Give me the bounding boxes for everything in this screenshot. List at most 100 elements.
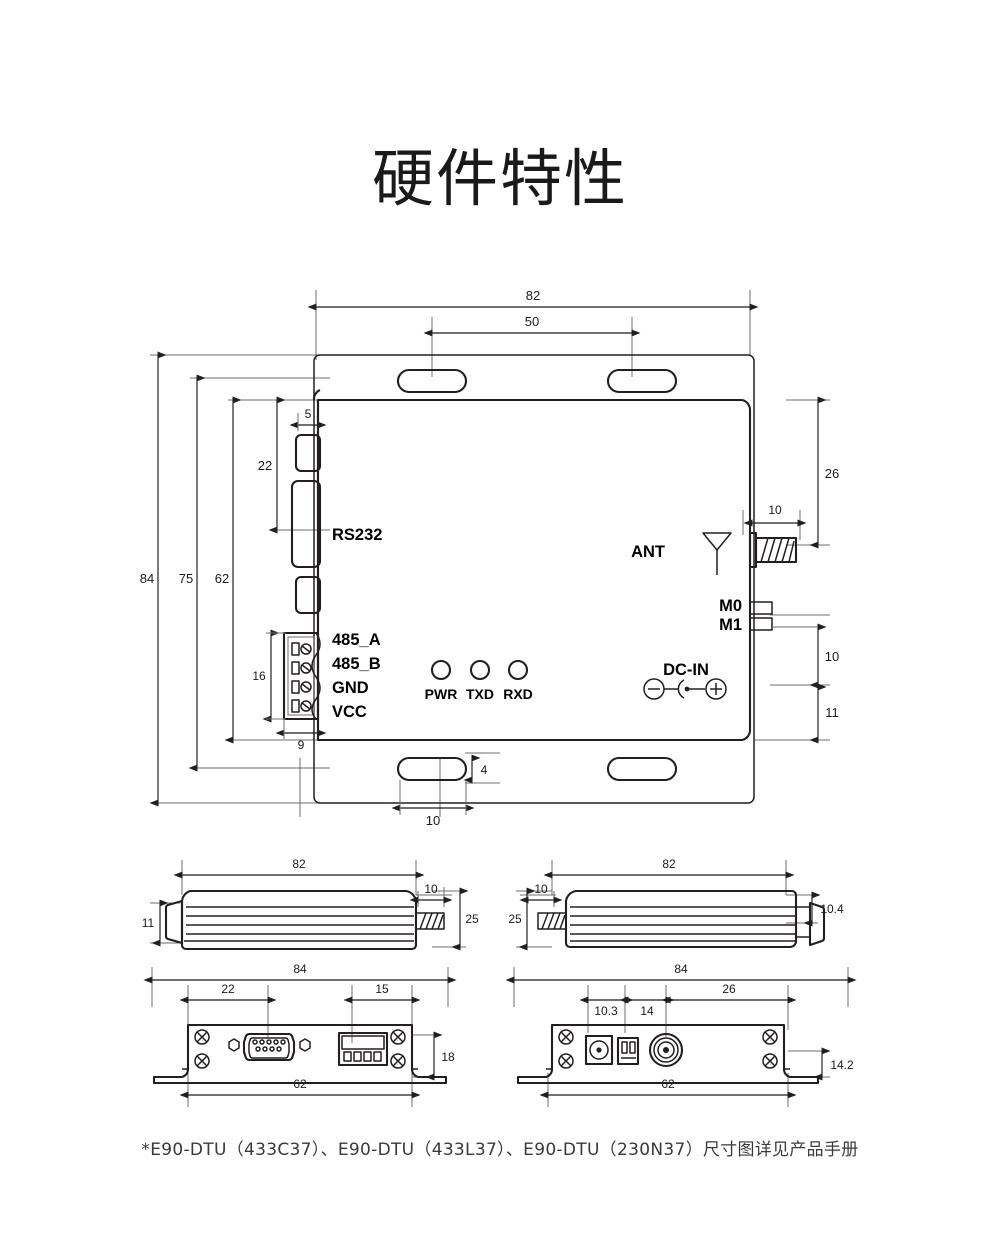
dim-10-side-right: 10 [534, 882, 548, 896]
dim-rear-overall-84: 84 [505, 962, 857, 984]
dim-11-right: 11 [825, 705, 839, 720]
dim-ant-length-10: 10 [743, 503, 807, 527]
led-indicators: PWR TXD RXD [425, 659, 533, 702]
dimension-drawing: 82 50 84 75 62 22 5 [0, 255, 1000, 1155]
dim-slot-spacing-50: 50 [423, 314, 641, 337]
mounting-slot-bottom-right [606, 756, 678, 782]
side-left-housing [180, 889, 418, 951]
dim-terminal-width-9: 9 [275, 719, 327, 752]
page-title: 硬件特性 [371, 142, 628, 215]
dim-rear-body-62: 62 [539, 1077, 797, 1099]
dc-in-label: DC-IN [663, 661, 709, 679]
dim-82-top: 82 [526, 288, 540, 303]
side-right-screw [537, 912, 567, 930]
terminal-block [282, 631, 321, 721]
db9-standoff-right [299, 1038, 311, 1052]
side-right-end-cap [795, 901, 826, 947]
dim-18: 18 [441, 1050, 455, 1064]
dim-14: 14 [640, 1004, 654, 1018]
terminal-label-gnd: GND [332, 679, 369, 697]
dim-side-right-edge-10-4: 10.4 [803, 891, 844, 927]
rs232-label: RS232 [332, 526, 382, 544]
screw-top-right [390, 1029, 406, 1045]
dc-jack-connector [584, 1034, 614, 1066]
dim-84-front: 84 [293, 962, 307, 976]
dim-4: 4 [481, 763, 488, 777]
terminal-label-485a: 485_A [332, 631, 381, 649]
dim-62: 62 [215, 571, 229, 586]
footnote-text: *E90-DTU（433C37）、E90-DTU（433L37）、E90-DTU… [141, 1140, 859, 1160]
mounting-slot-top-right [606, 368, 678, 394]
dc-in-polarity-symbol [643, 678, 727, 700]
screw-bottom-left [558, 1053, 574, 1069]
dim-50: 50 [525, 314, 539, 329]
dim-10-4: 10.4 [820, 902, 844, 916]
dim-10-slot: 10 [426, 813, 440, 828]
dim-front-db9-22: 22 [179, 982, 277, 1004]
side-left-fins [184, 906, 414, 942]
dim-front-panel-18: 18 [425, 1031, 455, 1081]
dim-rear-dc-10-3: 10.3 [579, 996, 634, 1018]
dim-84: 84 [140, 571, 154, 586]
dim-16: 16 [252, 669, 266, 683]
mounting-slot-bottom-left [396, 756, 468, 782]
dim-25-left: 25 [465, 912, 479, 926]
dim-rs232-offset-22: 22 [258, 396, 286, 534]
dim-22-front: 22 [221, 982, 235, 996]
dim-ant-to-top-26: 26 [809, 396, 839, 549]
dim-side-screw-10: 10 [409, 882, 453, 904]
dim-body-height-62: 62 [215, 396, 242, 744]
side-left-end-cap [164, 899, 184, 945]
dim-26: 26 [825, 466, 839, 481]
screw-top-left [558, 1029, 574, 1045]
rs232-tab-upper [294, 433, 322, 473]
db9-connector [242, 1032, 296, 1062]
led-label-pwr: PWR [425, 686, 458, 702]
mode-pins [749, 601, 773, 631]
dim-14-2: 14.2 [830, 1058, 854, 1072]
dim-82-side-left: 82 [292, 857, 306, 871]
mode-label-m0: M0 [719, 597, 742, 615]
dim-84-rear: 84 [674, 962, 688, 976]
led-label-txd: TXD [466, 686, 494, 702]
dim-slot-height-4: 4 [463, 754, 488, 784]
sma-connector [648, 1032, 684, 1068]
dim-side-conn-11: 11 [142, 899, 169, 947]
dim-rear-panel-14-2: 14.2 [813, 1047, 854, 1081]
dim-side-right-length-82: 82 [543, 857, 795, 879]
antenna-symbol [702, 532, 732, 575]
side-right-housing [564, 889, 798, 949]
dim-front-overall-84: 84 [143, 962, 457, 984]
side-view-right: 82 25 10 10.4 [508, 857, 844, 951]
dim-5: 5 [305, 407, 312, 421]
dim-10-side-left: 10 [424, 882, 438, 896]
terminal-label-485b: 485_B [332, 655, 381, 673]
front-view: 84 22 15 18 62 [143, 962, 457, 1107]
screw-bottom-right [390, 1053, 406, 1069]
dim-10-ant: 10 [768, 503, 782, 517]
dim-rear-dip-14: 14 [619, 996, 675, 1018]
dim-25-right: 25 [508, 912, 522, 926]
dip-switch [616, 1036, 640, 1066]
mounting-flange-outline [313, 354, 755, 804]
dim-m1-to-dc-10: 10 [809, 623, 839, 689]
dim-11-side: 11 [142, 916, 155, 930]
dim-side-height-25: 25 [451, 887, 479, 951]
top-view: 82 50 84 75 62 22 5 [140, 288, 839, 828]
dim-rear-sma-26: 26 [661, 982, 797, 1004]
side-right-fins [570, 906, 796, 942]
terminal-label-vcc: VCC [332, 703, 367, 721]
rs232-tab-lower [294, 575, 322, 615]
dim-rs232-tab-5: 5 [289, 407, 327, 431]
screw-top-left [194, 1029, 210, 1045]
dim-terminal-height-16: 16 [252, 629, 286, 723]
dim-15-front: 15 [375, 982, 389, 996]
dim-82-side-right: 82 [662, 857, 676, 871]
front-terminal-block [337, 1031, 389, 1067]
dim-75: 75 [179, 571, 193, 586]
dim-side-right-height-25: 25 [508, 887, 536, 951]
led-label-rxd: RXD [503, 686, 533, 702]
rs232-connector-block [290, 479, 322, 569]
dim-front-terminal-15: 15 [343, 982, 421, 1004]
mode-label-m1: M1 [719, 616, 742, 634]
